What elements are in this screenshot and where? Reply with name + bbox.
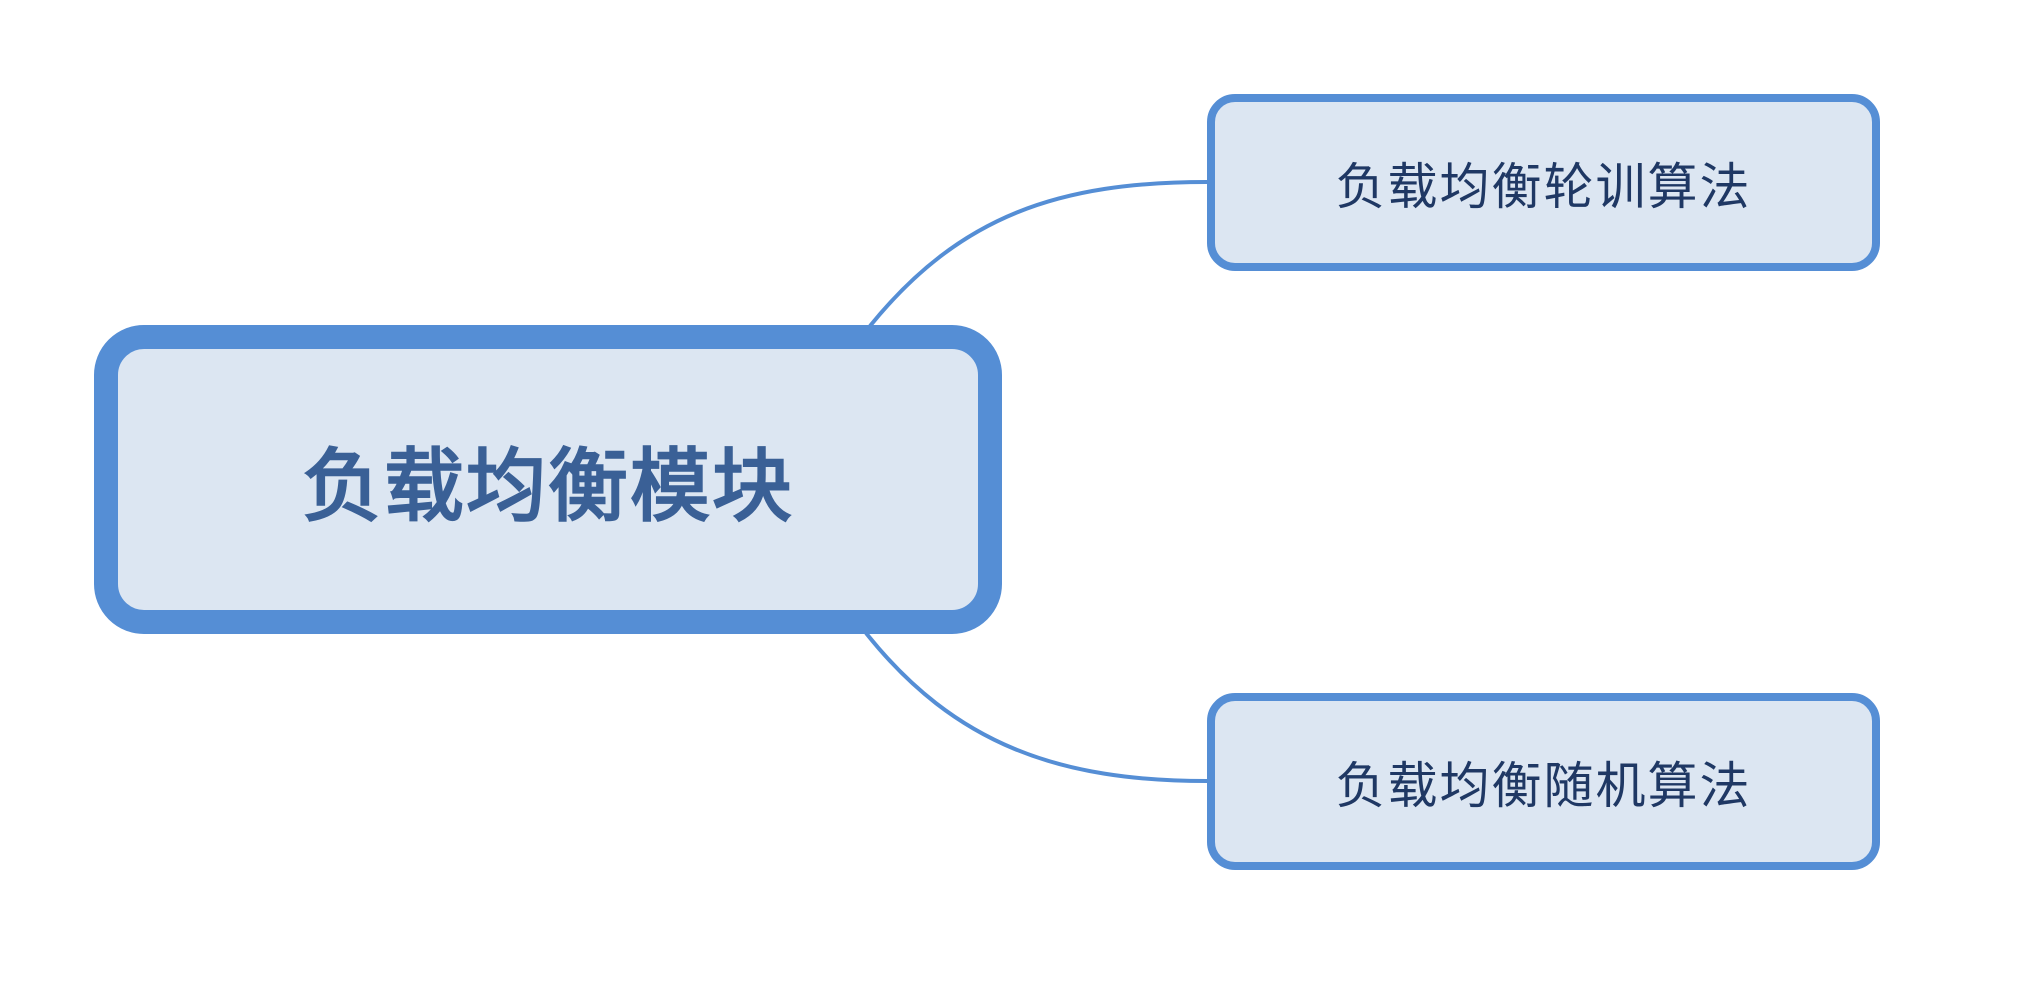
child-node-label: 负载均衡轮训算法 [1335,157,1752,216]
connector-to-round-robin [868,180,1208,328]
connector-to-random [864,631,1208,783]
child-node-random[interactable]: 负载均衡随机算法 [1207,693,1880,870]
child-node-label: 负载均衡随机算法 [1335,756,1752,815]
root-node-label: 负载均衡模块 [302,439,794,533]
root-node[interactable]: 负载均衡模块 [94,325,1002,634]
child-node-round-robin[interactable]: 负载均衡轮训算法 [1207,94,1880,271]
